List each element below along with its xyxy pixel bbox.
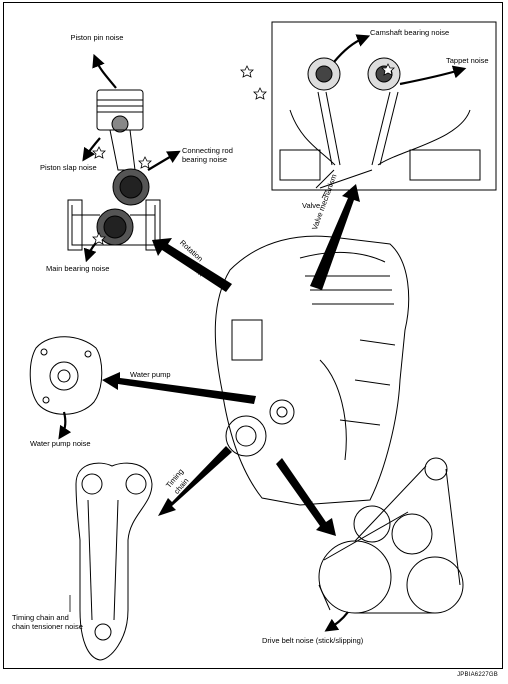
valve-noise-arrows [333, 34, 467, 86]
label-timing-chain-noise-line2: chain tensioner noise [12, 622, 83, 631]
arrow-timing-chain [158, 446, 232, 516]
drive-belt-noise-arrow [324, 611, 349, 632]
label-water-pump: Water pump [130, 370, 171, 379]
timing-chain-drawing [75, 462, 153, 661]
figure-code: JPBIA6227GB [457, 672, 498, 678]
label-valve: Valve [302, 201, 321, 210]
label-piston-slap-noise: Piston slap noise [40, 163, 97, 172]
label-main-bearing-noise: Main bearing noise [46, 264, 110, 273]
valve-noise-stars [240, 63, 395, 100]
arrow-rotation-mechanism [152, 238, 232, 292]
pointer-arrows [102, 184, 360, 536]
piston-assembly-drawing [67, 89, 161, 251]
label-drive-belt-noise: Drive belt noise (stick/slipping) [262, 636, 364, 645]
engine-drawing [214, 235, 410, 506]
label-camshaft-bearing-noise: Camshaft bearing noise [370, 28, 450, 37]
water-pump-drawing [29, 336, 103, 415]
piston-noise-stars [92, 146, 152, 245]
label-piston-pin-noise: Piston pin noise [70, 33, 124, 42]
label-timing-chain-noise-line1: Timing chain and [12, 613, 69, 622]
diagram-frame [3, 2, 503, 669]
arrow-valve-mechanism [310, 184, 360, 290]
drive-belt-drawing [318, 457, 464, 614]
arrow-water-pump [102, 372, 256, 404]
cylinder-head-drawing [271, 21, 497, 191]
label-water-pump-noise: Water pump noise [30, 439, 91, 448]
leader-lines [69, 189, 327, 612]
label-connecting-rod-line2: bearing noise [182, 155, 228, 164]
arrow-drive-belt [276, 458, 336, 536]
water-pump-noise-arrow [58, 411, 72, 440]
label-tappet-noise: Tappet noise [446, 56, 489, 65]
label-connecting-rod-line1: Connecting rod [182, 146, 233, 155]
